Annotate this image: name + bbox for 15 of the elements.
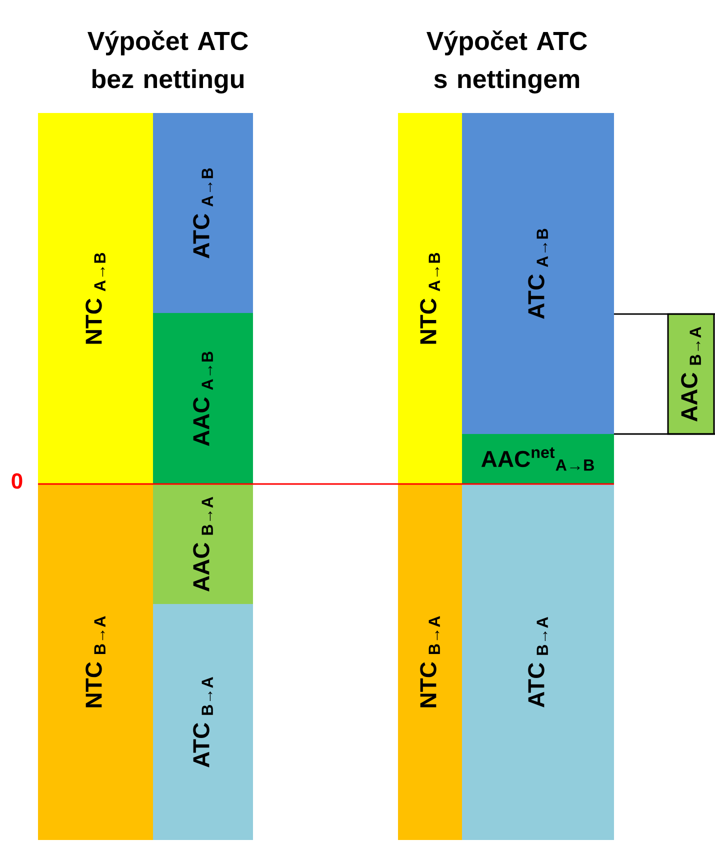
ntc-bar: NTC $_{B→A}$: [398, 484, 462, 840]
atc-bar: ATC $_{B→A}$: [153, 604, 253, 840]
aac-bar: AAC$^{net}$A→B: [462, 434, 614, 484]
aac-bar: AAC $_{B→A}$: [153, 484, 253, 604]
ntc-bar: NTC $_{A→B}$: [38, 113, 153, 484]
axis-label: 0: [12, 473, 22, 489]
atc-bar: ATC $_{B→A}$: [462, 484, 614, 840]
atc-bar: ATC $_{A→B}$: [462, 113, 614, 434]
ntc-bar: NTC $_{A→B}$: [398, 113, 462, 484]
column-title: Výpočet ATC s nettingem: [426, 30, 587, 94]
column-title: Výpočet ATC bez nettingu: [88, 30, 248, 94]
ntc-bar: NTC $_{B→A}$: [38, 484, 153, 840]
aac-bar: AAC $_{B→A}$: [667, 313, 715, 435]
aac-bar: AAC $_{A→B}$: [153, 313, 253, 484]
atc-bar: ATC $_{A→B}$: [153, 113, 253, 313]
